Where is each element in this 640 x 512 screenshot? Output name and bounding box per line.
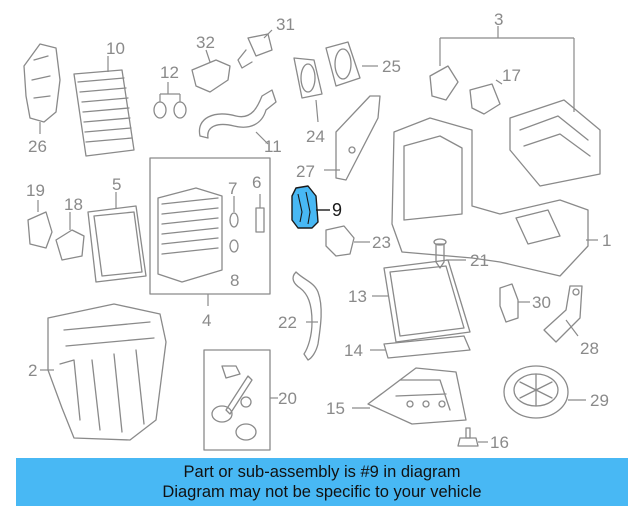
callout-31: 31 (276, 15, 295, 34)
part-12-drawing[interactable] (153, 82, 187, 119)
part-30-drawing[interactable] (499, 283, 530, 323)
part-2-drawing[interactable] (40, 303, 167, 441)
part-10-drawing[interactable] (73, 56, 135, 157)
callout-30: 30 (532, 293, 551, 312)
callout-2: 2 (28, 361, 37, 380)
callout-13: 13 (348, 287, 367, 306)
part-18-drawing[interactable] (55, 212, 85, 261)
part-14-drawing[interactable] (370, 335, 471, 359)
part-9-drawing[interactable] (291, 185, 330, 229)
callout-15: 15 (326, 399, 345, 418)
callout-27: 27 (296, 162, 315, 181)
callout-17: 17 (502, 66, 521, 85)
part-23-drawing[interactable] (325, 225, 370, 257)
part-21-drawing[interactable] (433, 238, 466, 269)
callout-6: 6 (252, 173, 261, 192)
callout-18: 18 (64, 195, 83, 214)
part-22-drawing[interactable] (292, 271, 322, 361)
callout-3: 3 (494, 10, 503, 29)
callout-16: 16 (490, 433, 509, 452)
parts-diagram: 26 10 12 32 31 11 24 25 (23, 10, 611, 452)
callout-28: 28 (580, 339, 599, 358)
caption-line-1: Part or sub-assembly is #9 in diagram (183, 463, 461, 481)
part-28-drawing[interactable] (543, 285, 583, 343)
callout-8: 8 (230, 271, 239, 290)
callout-12: 12 (160, 63, 179, 82)
part-29-drawing[interactable] (503, 365, 586, 419)
part-13-drawing[interactable] (372, 259, 471, 343)
callout-11: 11 (264, 137, 282, 156)
callout-9: 9 (332, 200, 342, 220)
callout-26: 26 (28, 137, 47, 156)
callout-32: 32 (196, 33, 215, 52)
part-11-drawing[interactable] (198, 89, 277, 145)
part-32-drawing[interactable] (191, 49, 231, 93)
callout-14: 14 (344, 341, 363, 360)
part-4-drawing[interactable] (149, 157, 271, 306)
caption-line-2: Diagram may not be specific to your vehi… (162, 483, 482, 501)
callout-22: 22 (278, 313, 297, 332)
part-15-drawing[interactable] (352, 367, 467, 425)
part-26-drawing[interactable] (23, 43, 61, 134)
callout-25: 25 (382, 57, 401, 76)
part-27-drawing[interactable] (324, 95, 381, 181)
callout-20: 20 (278, 389, 297, 408)
callout-19: 19 (26, 181, 45, 200)
callout-24: 24 (306, 127, 325, 146)
caption-banner: Part or sub-assembly is #9 in diagram Di… (16, 458, 628, 506)
part-5-drawing[interactable] (87, 192, 147, 283)
part-3-drawing[interactable] (391, 26, 601, 277)
callout-10: 10 (106, 39, 125, 58)
part-24-drawing[interactable] (293, 57, 323, 123)
callout-21: 21 (470, 251, 489, 270)
callout-5: 5 (112, 175, 121, 194)
callout-7: 7 (228, 179, 237, 198)
callout-23: 23 (372, 233, 391, 252)
callout-1: 1 (602, 231, 611, 250)
part-19-drawing[interactable] (27, 200, 53, 249)
part-25-drawing[interactable] (325, 41, 378, 87)
part-31-drawing[interactable] (237, 29, 273, 69)
part-16-drawing[interactable] (457, 427, 488, 447)
callout-29: 29 (590, 391, 609, 410)
part-20-drawing[interactable] (203, 349, 278, 451)
callout-4: 4 (202, 311, 211, 330)
